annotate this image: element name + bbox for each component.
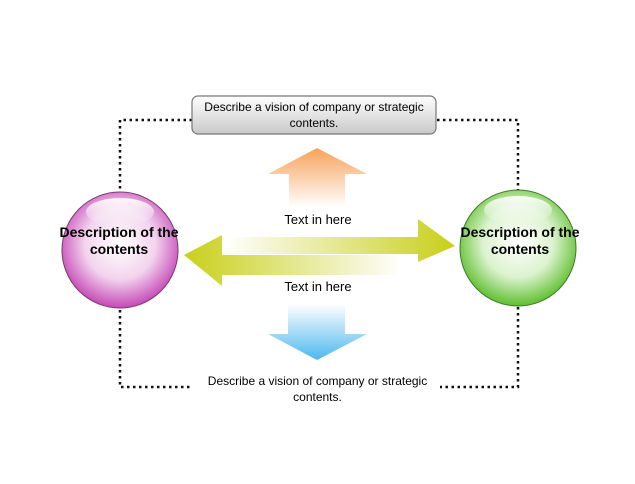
dotted-line-top-right [437, 118, 520, 190]
up-arrow [268, 148, 367, 207]
right-sphere [459, 189, 577, 307]
left-arrow [184, 235, 402, 286]
dotted-connector-frame [118, 118, 520, 389]
left-sphere-text: Description of the contents [59, 224, 179, 257]
top-box [191, 95, 437, 135]
dotted-line-top-left [118, 118, 192, 195]
right-arrow [226, 219, 455, 262]
dotted-line-bottom-left [118, 310, 192, 389]
arrow-label-upper: Text in here [284, 212, 352, 227]
top-box-text: Describe a vision of company or strategi… [204, 100, 424, 130]
dotted-line-bottom-right [440, 307, 520, 389]
left-sphere [61, 191, 179, 309]
arrow-label-lower: Text in here [284, 279, 352, 294]
down-arrow [268, 304, 367, 360]
bottom-text: Describe a vision of company or strategi… [207, 374, 428, 404]
right-sphere-text: Description of the contents [460, 224, 580, 257]
